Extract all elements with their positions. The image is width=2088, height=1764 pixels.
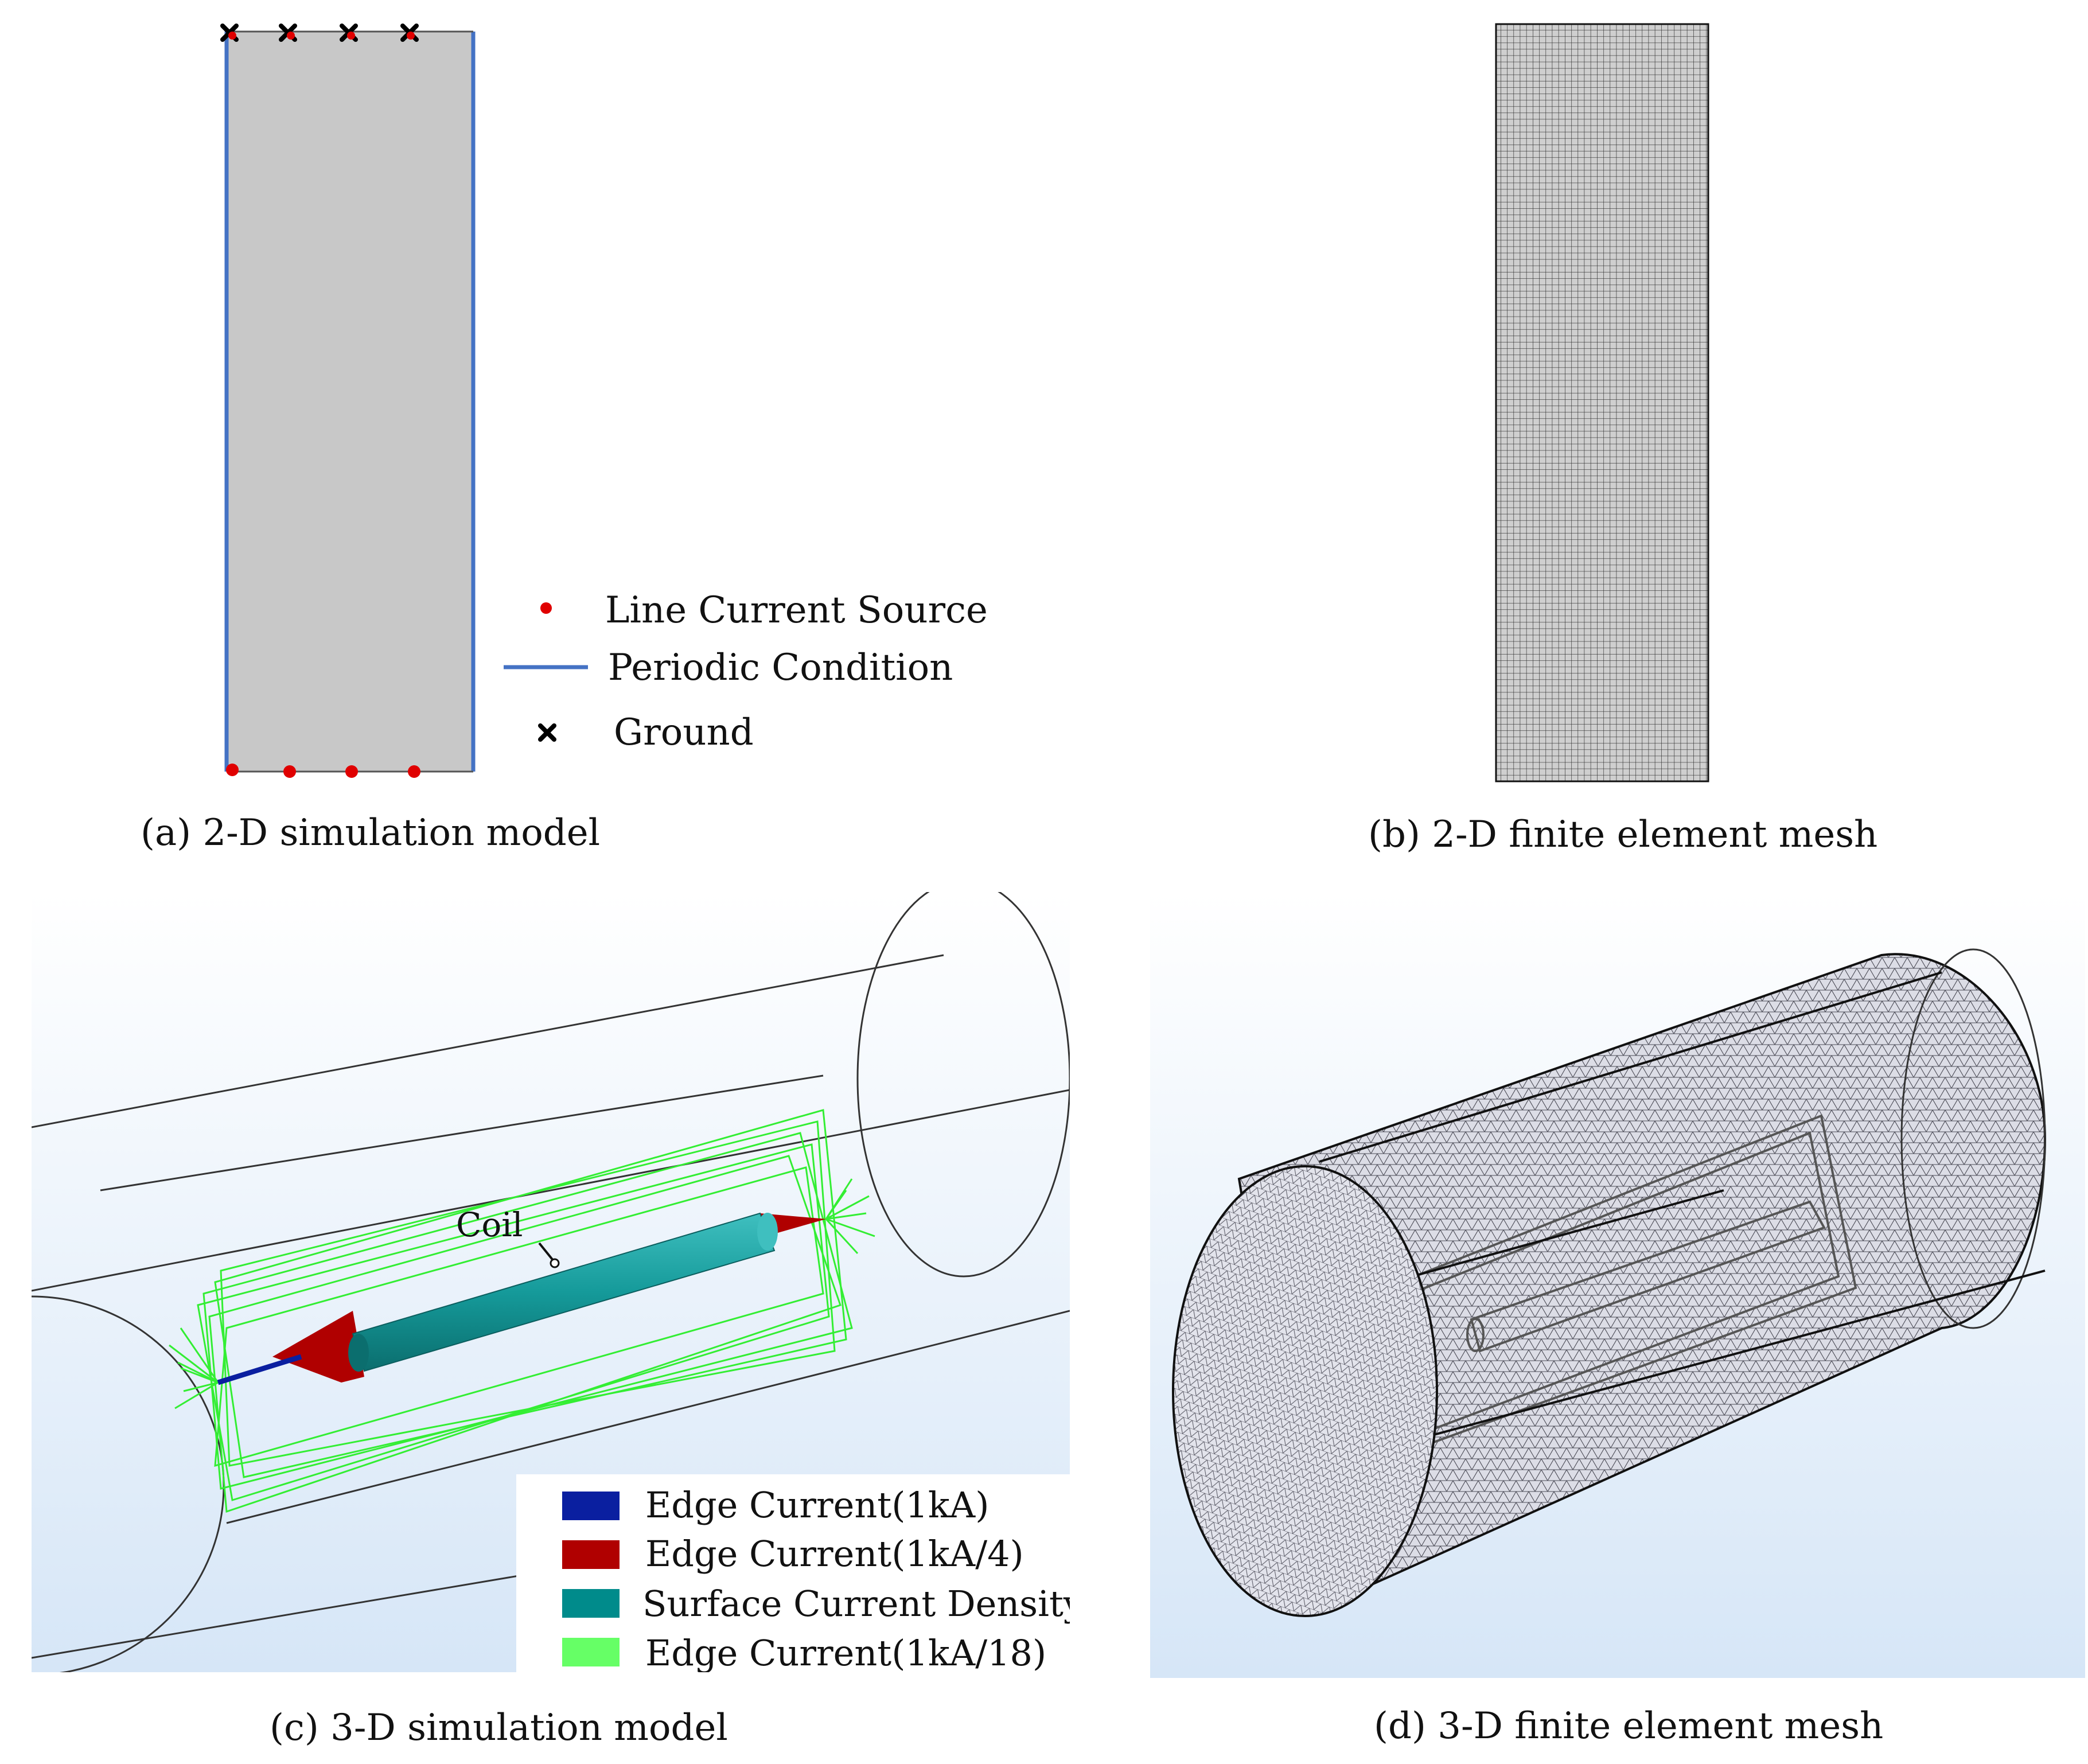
caption-c: (c) 3-D simulation model: [270, 1707, 728, 1749]
coil-end-left: [348, 1334, 369, 1372]
legend-swatch-2: [562, 1540, 620, 1569]
legend-source-label: Line Current Source: [605, 589, 988, 632]
edge-current-boxes: [169, 1109, 875, 1513]
simulation-domain: [227, 32, 473, 772]
panel-a-2d-model: Line Current Source Periodic Condition G…: [220, 24, 988, 778]
mesh-front-cap: [1172, 1165, 1438, 1617]
mesh-grid: [1495, 23, 1709, 782]
ground-source-dots-top: [228, 32, 415, 40]
legend-c: Edge Current(1kA) Edge Current(1kA/4) Su…: [516, 1474, 1070, 1672]
coil-pointer-dot: [550, 1258, 560, 1268]
source-point-4: [408, 765, 420, 778]
panel-d-3d-mesh: [1150, 892, 2085, 1678]
legend-periodic-label: Periodic Condition: [608, 647, 953, 689]
panel-c-3d-model: Coil Edge Current(1kA) Edge Current(1kA/…: [32, 892, 1070, 1672]
cone-left: [272, 1311, 364, 1383]
legend-ground-symbol: [538, 723, 556, 742]
edge-current-1ka: [217, 1354, 302, 1385]
line-current-sources: [226, 764, 420, 778]
source-point-2: [283, 765, 296, 778]
legend-c-label-1: Edge Current(1kA): [645, 1484, 989, 1526]
legend-c-label-4: Edge Current(1kA/18): [645, 1632, 1046, 1672]
caption-a: (a) 2-D simulation model: [141, 812, 601, 854]
legend-swatch-3: [562, 1589, 620, 1618]
source-point-1: [226, 764, 239, 776]
legend-source-symbol: [540, 602, 552, 614]
legend-swatch-4: [562, 1638, 620, 1666]
panel-b-2d-mesh: [1495, 23, 1709, 782]
coil-end-right: [757, 1213, 778, 1251]
legend-c-label-3: Surface Current Density: [642, 1583, 1070, 1625]
caption-b: (b) 2-D finite element mesh: [1368, 813, 1878, 856]
coil-pointer: [538, 1242, 555, 1262]
source-point-3: [345, 765, 358, 778]
mesh-back-cap: [1900, 948, 2046, 1329]
legend-swatch-1: [562, 1492, 620, 1520]
legend-a: Line Current Source Periodic Condition G…: [504, 589, 988, 754]
legend-c-label-2: Edge Current(1kA/4): [645, 1533, 1024, 1575]
legend-ground-label: Ground: [614, 711, 754, 754]
caption-d: (d) 3-D finite element mesh: [1374, 1705, 1884, 1747]
coil-label: Coil: [456, 1205, 523, 1244]
